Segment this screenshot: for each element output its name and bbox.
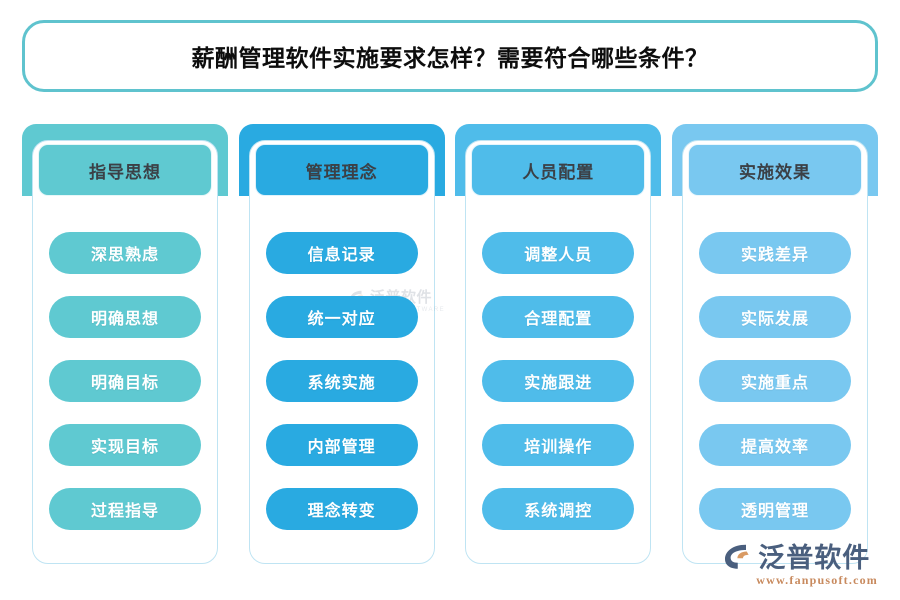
list-item[interactable]: 实际发展 (698, 296, 851, 338)
column-header-label: 管理理念 (305, 162, 378, 182)
list-item[interactable]: 培训操作 (482, 424, 635, 466)
item-label: 合理配置 (524, 311, 593, 328)
logo-row: 泛普软件 (722, 536, 870, 575)
item-label: 系统实施 (307, 375, 376, 392)
column-header[interactable]: 实施效果 (687, 144, 862, 196)
title-box: 薪酬管理软件实施要求怎样？需要符合哪些条件？ (22, 20, 878, 92)
column-header-label: 人员配置 (522, 162, 595, 182)
item-label: 深思熟虑 (90, 247, 159, 264)
list-item[interactable]: 信息记录 (265, 232, 418, 274)
list-item[interactable]: 合理配置 (482, 296, 635, 338)
column-guiding-ideology: 指导思想 深思熟虑 明确思想 明确目标 实现目标 过程指导 (22, 124, 228, 564)
list-item[interactable]: 理念转变 (265, 488, 418, 530)
item-label: 系统调控 (524, 503, 593, 520)
list-item[interactable]: 透明管理 (698, 488, 851, 530)
column-items: 信息记录 统一对应 系统实施 内部管理 理念转变 (239, 232, 445, 530)
column-items: 调整人员 合理配置 实施跟进 培训操作 系统调控 (455, 232, 661, 530)
fanpu-logo-icon (725, 544, 749, 569)
column-header[interactable]: 人员配置 (471, 144, 646, 196)
logo-url: www.fanpusoft.com (756, 573, 878, 587)
item-label: 统一对应 (307, 311, 376, 328)
column-items: 深思熟虑 明确思想 明确目标 实现目标 过程指导 (22, 232, 228, 530)
list-item[interactable]: 明确思想 (49, 296, 201, 338)
item-label: 调整人员 (524, 247, 593, 264)
logo: 泛普软件 www.fanpusoft.com (722, 536, 878, 588)
columns-container: 指导思想 深思熟虑 明确思想 明确目标 实现目标 过程指导 管理理念 信息记录 … (22, 124, 878, 564)
item-label: 理念转变 (307, 503, 376, 520)
column-items: 实践差异 实际发展 实施重点 提高效率 透明管理 (672, 232, 878, 530)
list-item[interactable]: 内部管理 (265, 424, 418, 466)
item-label: 实施重点 (740, 375, 809, 392)
item-label: 过程指导 (90, 503, 159, 520)
list-item[interactable]: 实践差异 (698, 232, 851, 274)
list-item[interactable]: 实现目标 (49, 424, 201, 466)
column-implementation-results: 实施效果 实践差异 实际发展 实施重点 提高效率 透明管理 (671, 124, 878, 564)
list-item[interactable]: 提高效率 (698, 424, 851, 466)
item-label: 实践差异 (740, 247, 809, 264)
item-label: 实际发展 (740, 311, 809, 328)
item-label: 提高效率 (740, 439, 809, 456)
list-item[interactable]: 系统调控 (482, 488, 635, 530)
list-item[interactable]: 明确目标 (49, 360, 201, 402)
item-label: 实施跟进 (524, 375, 593, 392)
column-staff-allocation: 人员配置 调整人员 合理配置 实施跟进 培训操作 系统调控 (455, 124, 662, 564)
list-item[interactable]: 深思熟虑 (49, 232, 201, 274)
list-item[interactable]: 调整人员 (482, 232, 635, 274)
list-item[interactable]: 统一对应 (265, 296, 418, 338)
item-label: 内部管理 (307, 439, 376, 456)
logo-name: 泛普软件 (758, 543, 871, 573)
column-header[interactable]: 管理理念 (254, 144, 429, 196)
item-label: 培训操作 (524, 439, 593, 456)
list-item[interactable]: 过程指导 (49, 488, 201, 530)
column-header[interactable]: 指导思想 (38, 144, 212, 196)
column-management-philosophy: 管理理念 信息记录 统一对应 系统实施 内部管理 理念转变 (238, 124, 445, 564)
item-label: 信息记录 (307, 247, 376, 264)
column-header-label: 实施效果 (738, 162, 811, 182)
item-label: 透明管理 (740, 503, 809, 520)
list-item[interactable]: 实施重点 (698, 360, 851, 402)
item-label: 实现目标 (90, 439, 159, 456)
page-title: 薪酬管理软件实施要求怎样？需要符合哪些条件？ (191, 45, 709, 71)
column-header-label: 指导思想 (89, 162, 161, 182)
list-item[interactable]: 系统实施 (265, 360, 418, 402)
list-item[interactable]: 实施跟进 (482, 360, 635, 402)
item-label: 明确目标 (90, 375, 159, 392)
item-label: 明确思想 (90, 311, 159, 328)
